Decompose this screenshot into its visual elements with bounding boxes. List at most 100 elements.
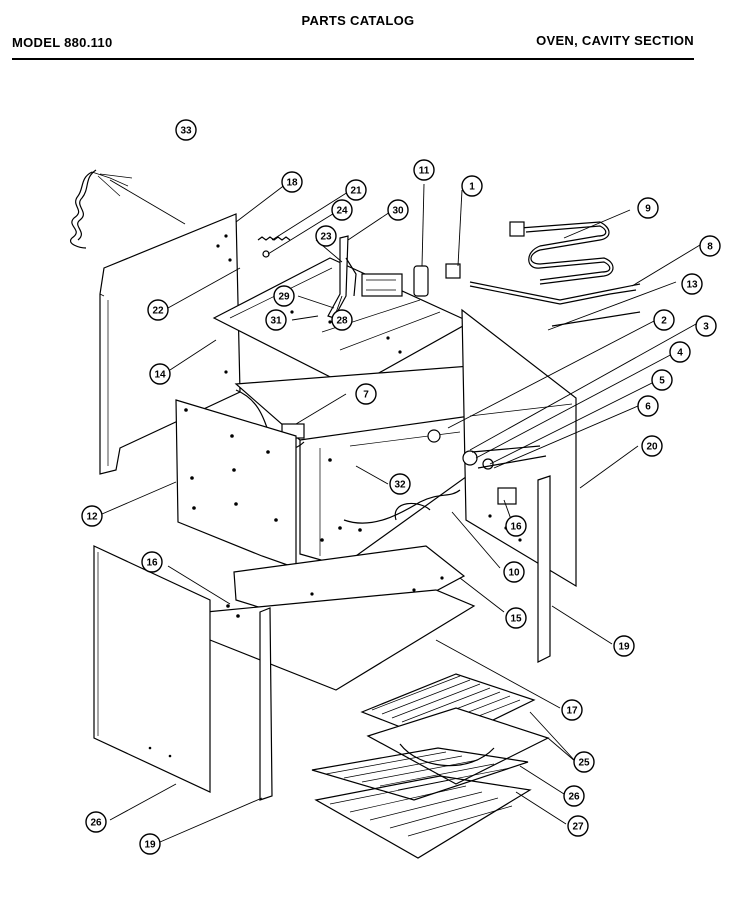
callout-circle bbox=[651, 369, 673, 391]
callout-circle bbox=[387, 199, 409, 221]
callout-circle bbox=[345, 179, 367, 201]
callout-label: 10 bbox=[508, 568, 520, 579]
callout-label: 32 bbox=[394, 480, 406, 491]
callout-label: 28 bbox=[336, 316, 348, 327]
callout-label: 12 bbox=[86, 512, 98, 523]
callout-circle bbox=[699, 235, 721, 257]
callout-circle bbox=[147, 299, 169, 321]
callout-label: 18 bbox=[286, 178, 298, 189]
callout-circle bbox=[139, 833, 161, 855]
callout-circle bbox=[331, 309, 353, 331]
callout-label: 29 bbox=[278, 292, 290, 303]
callout-circle bbox=[149, 363, 171, 385]
broil-pan-set bbox=[360, 673, 550, 785]
callout-25: 25 bbox=[573, 751, 595, 773]
callout-6: 6 bbox=[637, 395, 659, 417]
callout-circle bbox=[273, 285, 295, 307]
callout-label: 24 bbox=[336, 206, 348, 217]
callout-label: 13 bbox=[686, 280, 698, 291]
callout-13: 13 bbox=[681, 273, 703, 295]
callout-16: 16 bbox=[141, 551, 163, 573]
callout-label: 6 bbox=[645, 402, 651, 413]
callout-circle bbox=[669, 341, 691, 363]
callout-circle bbox=[315, 225, 337, 247]
callout-12: 12 bbox=[81, 505, 103, 527]
callout-label: 30 bbox=[392, 206, 404, 217]
callout-circle bbox=[505, 515, 527, 537]
callout-label: 8 bbox=[707, 242, 713, 253]
callout-5: 5 bbox=[651, 369, 673, 391]
callout-label: 9 bbox=[645, 204, 651, 215]
callout-circle bbox=[561, 699, 583, 721]
front-frame-left bbox=[175, 399, 297, 569]
callout-label: 31 bbox=[270, 316, 282, 327]
callout-label: 11 bbox=[419, 166, 430, 177]
callout-label: 26 bbox=[568, 792, 580, 803]
callout-24: 24 bbox=[331, 199, 353, 221]
callout-label: 19 bbox=[618, 642, 630, 653]
callout-label: 20 bbox=[646, 442, 658, 453]
callout-label: 14 bbox=[154, 370, 166, 381]
left-side-panel bbox=[99, 213, 241, 475]
callout-15: 15 bbox=[505, 607, 527, 629]
callout-19: 19 bbox=[613, 635, 635, 657]
callout-label: 3 bbox=[703, 322, 709, 333]
support-strip-right bbox=[537, 475, 551, 663]
callout-circle bbox=[413, 159, 435, 181]
callout-circle bbox=[695, 315, 717, 337]
callout-33: 33 bbox=[175, 119, 197, 141]
callout-circle bbox=[567, 815, 589, 837]
callout-circle bbox=[141, 551, 163, 573]
callout-circle bbox=[281, 171, 303, 193]
callout-circle bbox=[389, 473, 411, 495]
side-panel-front bbox=[93, 545, 211, 793]
callout-label: 15 bbox=[510, 614, 522, 625]
model-number: MODEL 880.110 bbox=[12, 35, 113, 50]
oven-sensor bbox=[413, 183, 429, 297]
callout-17: 17 bbox=[561, 699, 583, 721]
callout-label: 33 bbox=[180, 126, 192, 137]
callout-circle bbox=[681, 273, 703, 295]
wiring-harness bbox=[70, 169, 186, 249]
callout-label: 25 bbox=[578, 758, 590, 769]
oven-floor-panel bbox=[205, 589, 476, 691]
callout-14: 14 bbox=[149, 363, 171, 385]
callout-27: 27 bbox=[567, 815, 589, 837]
callout-label: 21 bbox=[350, 186, 362, 197]
callout-circle bbox=[641, 435, 663, 457]
callout-circle bbox=[503, 561, 525, 583]
callout-23: 23 bbox=[315, 225, 337, 247]
callout-circle bbox=[355, 383, 377, 405]
callout-label: 23 bbox=[320, 232, 332, 243]
callout-circle bbox=[563, 785, 585, 807]
callout-label: 5 bbox=[659, 376, 665, 387]
callout-label: 19 bbox=[144, 840, 156, 851]
oven-racks bbox=[311, 747, 532, 859]
callout-4: 4 bbox=[669, 341, 691, 363]
callout-label: 16 bbox=[146, 558, 158, 569]
callout-28: 28 bbox=[331, 309, 353, 331]
callout-circle bbox=[461, 175, 483, 197]
callout-label: 16 bbox=[510, 522, 522, 533]
callout-label: 7 bbox=[363, 390, 369, 401]
callout-circle bbox=[613, 635, 635, 657]
callout-9: 9 bbox=[637, 197, 659, 219]
element-terminals bbox=[427, 429, 547, 470]
support-strip-left bbox=[259, 607, 273, 801]
oven-bottom-wiring bbox=[343, 489, 461, 524]
heating-elements bbox=[445, 221, 641, 327]
callout-circle bbox=[81, 505, 103, 527]
callout-18: 18 bbox=[281, 171, 303, 193]
callout-7: 7 bbox=[355, 383, 377, 405]
callout-label: 17 bbox=[566, 706, 578, 717]
callout-22: 22 bbox=[147, 299, 169, 321]
callout-label: 2 bbox=[661, 316, 667, 327]
callout-circle bbox=[637, 197, 659, 219]
callout-circle bbox=[265, 309, 287, 331]
callout-circle bbox=[85, 811, 107, 833]
callout-26: 26 bbox=[563, 785, 585, 807]
callout-30: 30 bbox=[387, 199, 409, 221]
callout-21: 21 bbox=[345, 179, 367, 201]
callout-32: 32 bbox=[389, 473, 411, 495]
